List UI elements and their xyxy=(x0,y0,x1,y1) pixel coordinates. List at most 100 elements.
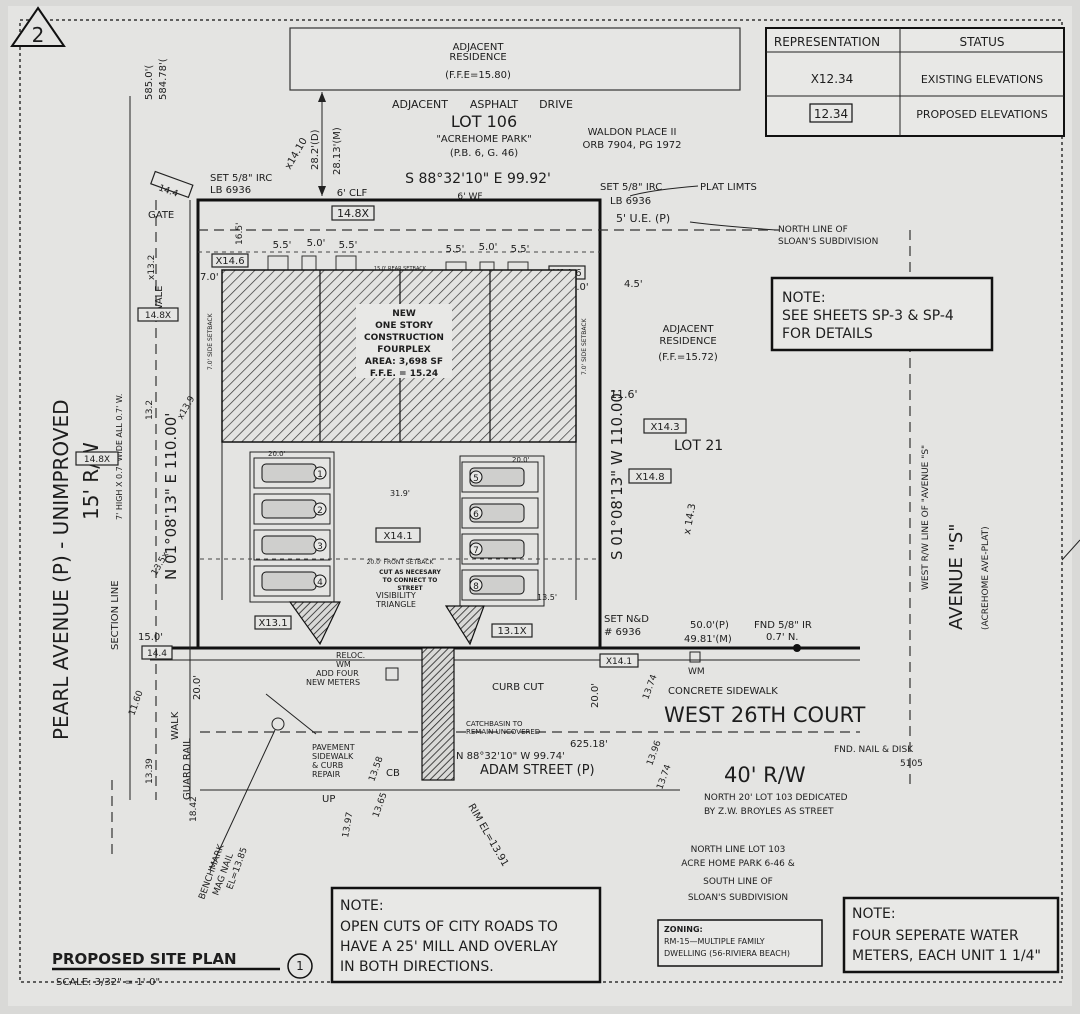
elev-148-left: 14.8X xyxy=(84,455,110,465)
parking-space: 4 xyxy=(253,565,331,597)
north20-1: NORTH 20' LOT 103 DEDICATED xyxy=(704,793,848,803)
west-26th-court: WEST 26TH COURT xyxy=(664,703,866,727)
building-line4: FOURPLEX xyxy=(377,345,431,355)
reloc-1: RELOC. xyxy=(336,651,365,660)
adjacent-top-line2: RESIDENCE xyxy=(449,52,506,63)
fence-note: 7' HIGH X 0.7' WIDE ALL 0.7' W. xyxy=(115,394,124,520)
guard-rail: GUARD RAIL xyxy=(182,738,193,800)
meter-box-icon xyxy=(385,667,399,681)
car-icon xyxy=(261,499,317,519)
reloc-4: NEW METERS xyxy=(306,678,360,687)
reloc-2: WM xyxy=(336,660,351,669)
pavement-3: & CURB xyxy=(312,761,343,770)
parking-dim: 20.0' xyxy=(268,450,286,458)
note-open-cuts: NOTE: OPEN CUTS OF CITY ROADS TO HAVE A … xyxy=(330,886,602,984)
catch-2: REMAIN UNCOVERED xyxy=(466,728,540,736)
bearing-length: 625.18' xyxy=(570,739,608,750)
right-bearing: S 01°08'13" W 110.00' xyxy=(608,389,626,560)
front-setback-label: 20.0' FRONT SETBACK xyxy=(367,559,435,566)
parking-space-number: 3 xyxy=(317,542,323,552)
setback-right7: 7.0' xyxy=(570,282,589,293)
legend-status-proposed: PROPOSED ELEVATIONS xyxy=(916,108,1047,121)
dim-28-13: 28.13'(M) xyxy=(332,127,343,175)
building-line6: F.F.E. = 15.24 xyxy=(370,369,438,379)
legend-status-existing: EXISTING ELEVATIONS xyxy=(921,73,1043,86)
plat-limits: PLAT LIMTS xyxy=(700,182,757,193)
lot106-number: LOT 106 xyxy=(451,112,517,131)
catch-1: CATCHBASIN TO xyxy=(466,720,523,728)
note-cuts-title: NOTE: xyxy=(340,898,384,914)
car-icon xyxy=(261,535,317,555)
rw-40: 40' R/W xyxy=(724,763,806,787)
title-block: PROPOSED SITE PLAN SCALE: 3/32" = 1'-0" … xyxy=(52,950,313,988)
north-line-sloan-1: NORTH LINE OF xyxy=(778,225,848,235)
parking-space: 1 xyxy=(253,457,331,489)
note-cuts-3: IN BOTH DIRECTIONS. xyxy=(340,959,494,975)
setback-s1: 5.5' xyxy=(273,240,292,251)
elev-132: x13.2 xyxy=(147,255,157,280)
utility-pole: UP xyxy=(322,794,335,805)
adjacent-residence-top: ADJACENT RESIDENCE (F.F.E=15.80) xyxy=(289,27,741,91)
visibility-triangle-right xyxy=(444,605,485,646)
side-setback-right: 7.0' SIDE SETBACK xyxy=(581,317,588,375)
parking-space: 7 xyxy=(461,533,539,565)
lot-106-label: ADJACENT ASPHALT DRIVE LOT 106 "ACREHOME… xyxy=(392,98,573,159)
setback-left7: 7.0' xyxy=(200,272,219,283)
parking-space-number: 5 xyxy=(473,474,479,484)
zoning-1: RM-15—MULTIPLE FAMILY xyxy=(664,937,765,946)
found-iron-icon xyxy=(793,644,801,652)
avenue-s: AVENUE "S" xyxy=(946,523,967,630)
plan-scale: SCALE: 3/32" = 1'-0" xyxy=(56,977,160,988)
dim-28-2: 28.2'(D) xyxy=(310,129,321,170)
water-meter-icon xyxy=(689,651,701,663)
setback-right45: 4.5' xyxy=(624,279,643,290)
car-icon xyxy=(261,571,317,591)
legend-col-representation: REPRESENTATION xyxy=(774,35,880,49)
note-water-meters: NOTE: FOUR SEPERATE WATER METERS, EACH U… xyxy=(842,896,1060,974)
catch-basin: CB xyxy=(386,768,400,779)
paper xyxy=(8,6,1072,1006)
elev-148-right: X14.8 xyxy=(635,472,664,483)
elev-1397: 13.97 xyxy=(341,811,355,838)
waldon-line1: WALDON PLACE II xyxy=(588,127,677,138)
dim-49-m: 49.81'(M) xyxy=(684,634,732,645)
fnd-ir-2: 0.7' N. xyxy=(766,632,799,643)
wf-top: 6' WF xyxy=(457,192,482,202)
elev-148-top: 14.8X xyxy=(337,207,369,220)
north-line-lot-1: NORTH LINE LOT 103 xyxy=(691,845,786,855)
elev-143-right: x 14.3 xyxy=(682,503,698,536)
dim-20-right: 20.0' xyxy=(590,683,601,708)
rear-setback-label: 15.0' REAR SETBACK xyxy=(374,266,427,272)
gate: GATE xyxy=(148,210,174,221)
clf-label: 6' CLF xyxy=(337,188,368,199)
fnd-nail-2: 5105 xyxy=(900,759,923,769)
plan-number: 1 xyxy=(296,959,304,973)
benchmark-icon xyxy=(271,717,285,731)
parking-space: 8 xyxy=(461,569,539,601)
adjacent-right-ffe: (F.F.=15.72) xyxy=(658,352,718,363)
parking-dim: 20.0' xyxy=(512,456,530,464)
dim-15: 15.0' xyxy=(138,632,163,643)
parking-space: 6 xyxy=(461,497,539,529)
parking-space-number: 1 xyxy=(317,470,323,480)
cut-note-3: STREET xyxy=(397,585,423,592)
set-irc-right-2: LB 6936 xyxy=(610,196,651,207)
zoning-2: DWELLING (56-RIVIERA BEACH) xyxy=(664,949,790,958)
coord-584: 584.78'( xyxy=(158,58,169,100)
building-line2: ONE STORY xyxy=(375,321,433,331)
elev-1339: 13.39 xyxy=(145,758,155,784)
avenue-s-sub: (ACREHOME AVE-PLAT) xyxy=(981,526,991,630)
note-meters-2: METERS, EACH UNIT 1 1/4" xyxy=(852,948,1041,964)
elev-141b: X14.1 xyxy=(606,657,632,667)
water-meter: WM xyxy=(688,667,705,677)
north-line-lot-2: ACRE HOME PARK 6-46 & xyxy=(681,859,795,869)
fnd-ir-1: FND 5/8" IR xyxy=(754,620,812,631)
car-icon xyxy=(261,463,317,483)
fnd-nail-1: FND. NAIL & DISK xyxy=(834,745,914,755)
note-sheets-title: NOTE: xyxy=(782,290,826,306)
cut-note-1: CUT AS NECESARY xyxy=(379,569,441,576)
plan-title: PROPOSED SITE PLAN xyxy=(52,950,237,968)
note-see-sheets: NOTE: SEE SHEETS SP-3 & SP-4 FOR DETAILS xyxy=(770,276,994,352)
visibility-1: VISIBILITY xyxy=(376,591,416,600)
top-bearing: S 88°32'10" E 99.92' xyxy=(405,171,551,187)
